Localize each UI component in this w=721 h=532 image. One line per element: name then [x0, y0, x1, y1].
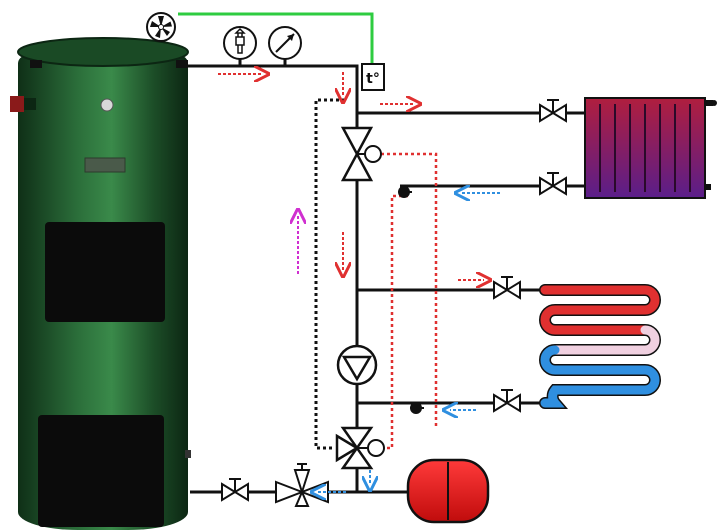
shutoff-valve-radiator-supply [539, 99, 567, 123]
shutoff-valve-floor-supply [493, 276, 521, 300]
check-valve-upper [398, 186, 412, 198]
filter-valve [275, 463, 329, 507]
fan-icon [146, 12, 176, 42]
thermometer-plug [10, 96, 24, 112]
safety-valve-icon [223, 26, 257, 60]
mixing-line-upper [381, 152, 438, 427]
temperature-sensor-label: t° [366, 71, 380, 87]
radiator [584, 97, 717, 199]
check-valve-lower [410, 402, 424, 414]
underfloor-heating-coil [539, 284, 661, 409]
shutoff-valve-floor-return [493, 389, 521, 413]
hot-flow-arrows [218, 72, 484, 280]
shutoff-valve-boiler-return [221, 478, 249, 502]
expansion-tank [406, 458, 490, 524]
shutoff-valve-radiator-return [539, 172, 567, 196]
bypass-line [314, 98, 345, 450]
pressure-gauge-icon [268, 26, 302, 60]
boiler-ash-door [38, 415, 164, 527]
pipework [188, 64, 585, 494]
boiler-nameplate [84, 157, 126, 173]
boiler-thermometer-icon [100, 98, 114, 112]
three-way-valve-lower [335, 426, 385, 470]
temperature-sensor: t° [361, 63, 385, 91]
cold-flow-arrows [318, 193, 500, 492]
sensor-wire [178, 12, 374, 64]
boiler-loading-door [45, 222, 165, 322]
pump-icon [336, 344, 378, 386]
three-way-valve-upper [340, 126, 382, 182]
mixing-line-lower [381, 194, 410, 450]
boiler [10, 37, 191, 530]
